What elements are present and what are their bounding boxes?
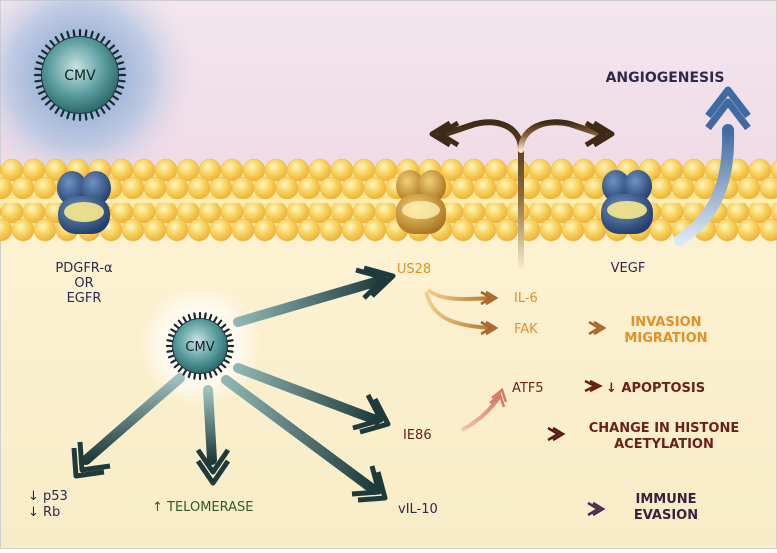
us28-to-il6-arrow bbox=[426, 288, 499, 306]
atf5-label: ATF5 bbox=[512, 381, 544, 396]
vil10-label: vIL-10 bbox=[398, 502, 438, 517]
fak-label: FAK bbox=[514, 322, 538, 337]
angiogenesis-label: ANGIOGENESIS bbox=[606, 70, 725, 86]
us28-receptor-icon bbox=[396, 170, 446, 234]
migration-text: MIGRATION bbox=[624, 331, 707, 346]
il6-label: IL-6 bbox=[514, 291, 538, 306]
vegf-receptor-icon bbox=[601, 170, 653, 234]
pdgfr-receptor-icon bbox=[57, 171, 111, 234]
cmv-to-telomerase-arrow bbox=[195, 385, 231, 486]
histone-label: CHANGE IN HISTONE ACETYLATION bbox=[589, 421, 739, 452]
immune-text: IMMUNE bbox=[635, 492, 696, 507]
cmv-to-p53-arrow bbox=[71, 373, 185, 479]
ie86-to-atf5-arrow bbox=[461, 387, 508, 432]
cmv-to-vil10-arrow bbox=[221, 375, 388, 503]
vegf-label: VEGF bbox=[611, 261, 646, 276]
cmv-to-ie86-arrow bbox=[233, 363, 391, 435]
cell-membrane bbox=[0, 158, 777, 242]
atf5-to-apoptosis-arrow bbox=[556, 379, 603, 393]
cmv-to-us28-arrow bbox=[233, 265, 396, 327]
fak-to-invasion-arrow bbox=[548, 320, 607, 336]
histone-line1: CHANGE IN HISTONE bbox=[589, 421, 739, 436]
p53-label: ↓ p53 bbox=[28, 489, 68, 504]
pdgfr-alpha-text: PDGFR-α bbox=[55, 261, 112, 276]
us28-to-fak-arrow bbox=[424, 291, 499, 336]
us28-label: US28 bbox=[397, 262, 431, 277]
cmv-label-center: CMV bbox=[185, 340, 214, 355]
apoptosis-label: ↓ APOPTOSIS bbox=[606, 381, 705, 396]
rb-label: ↓ Rb bbox=[28, 505, 60, 520]
telomerase-label: ↑ TELOMERASE bbox=[152, 500, 254, 515]
cmv-virus-top-icon: CMV bbox=[33, 28, 127, 122]
invasion-text: INVASION bbox=[630, 315, 701, 330]
evasion-text: EVASION bbox=[634, 508, 698, 523]
cmv-label-top: CMV bbox=[64, 68, 96, 84]
vil10-to-immune-arrow bbox=[462, 501, 606, 517]
pdgfr-label: PDGFR-α OR EGFR bbox=[55, 261, 112, 306]
signal-split-arrow bbox=[429, 119, 615, 268]
ie86-to-histone-arrow bbox=[464, 426, 566, 442]
histone-line2: ACETYLATION bbox=[614, 437, 714, 452]
egfr-text: EGFR bbox=[67, 291, 102, 306]
cmv-virus-center-icon: CMV bbox=[165, 311, 235, 381]
or-text: OR bbox=[74, 276, 93, 291]
angiogenesis-arrow bbox=[674, 86, 751, 246]
ie86-label: IE86 bbox=[403, 428, 432, 443]
immune-evasion-label: IMMUNE EVASION bbox=[634, 492, 698, 523]
invasion-migration-label: INVASION MIGRATION bbox=[624, 315, 707, 346]
